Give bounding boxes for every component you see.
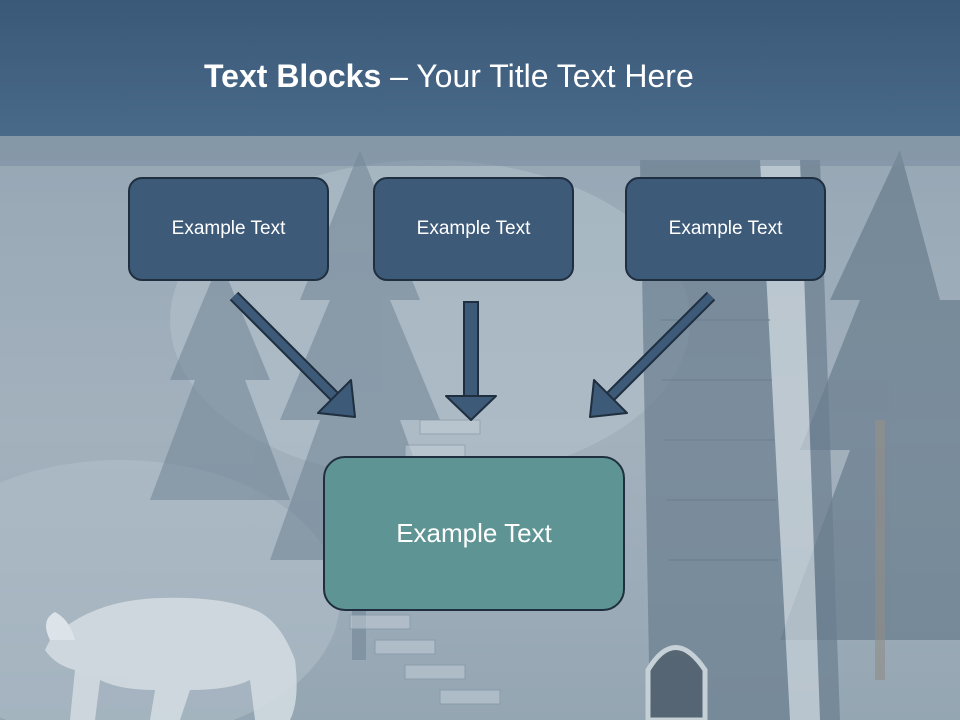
text-block-right[interactable]: Example Text <box>625 177 826 281</box>
slide-title-rest: – Your Title Text Here <box>381 58 694 94</box>
text-block-center[interactable]: Example Text <box>373 177 574 281</box>
text-block-left[interactable]: Example Text <box>128 177 329 281</box>
text-block-main[interactable]: Example Text <box>323 456 625 611</box>
text-block-left-label: Example Text <box>171 218 286 239</box>
slide-title-bold: Text Blocks <box>204 58 382 94</box>
slide-title: Text Blocks – Your Title Text Here <box>204 52 694 100</box>
title-bar-band <box>0 136 960 166</box>
title-bar <box>0 0 960 136</box>
text-block-main-label: Example Text <box>396 518 552 548</box>
text-block-center-label: Example Text <box>416 218 531 239</box>
text-block-right-label: Example Text <box>668 218 783 239</box>
